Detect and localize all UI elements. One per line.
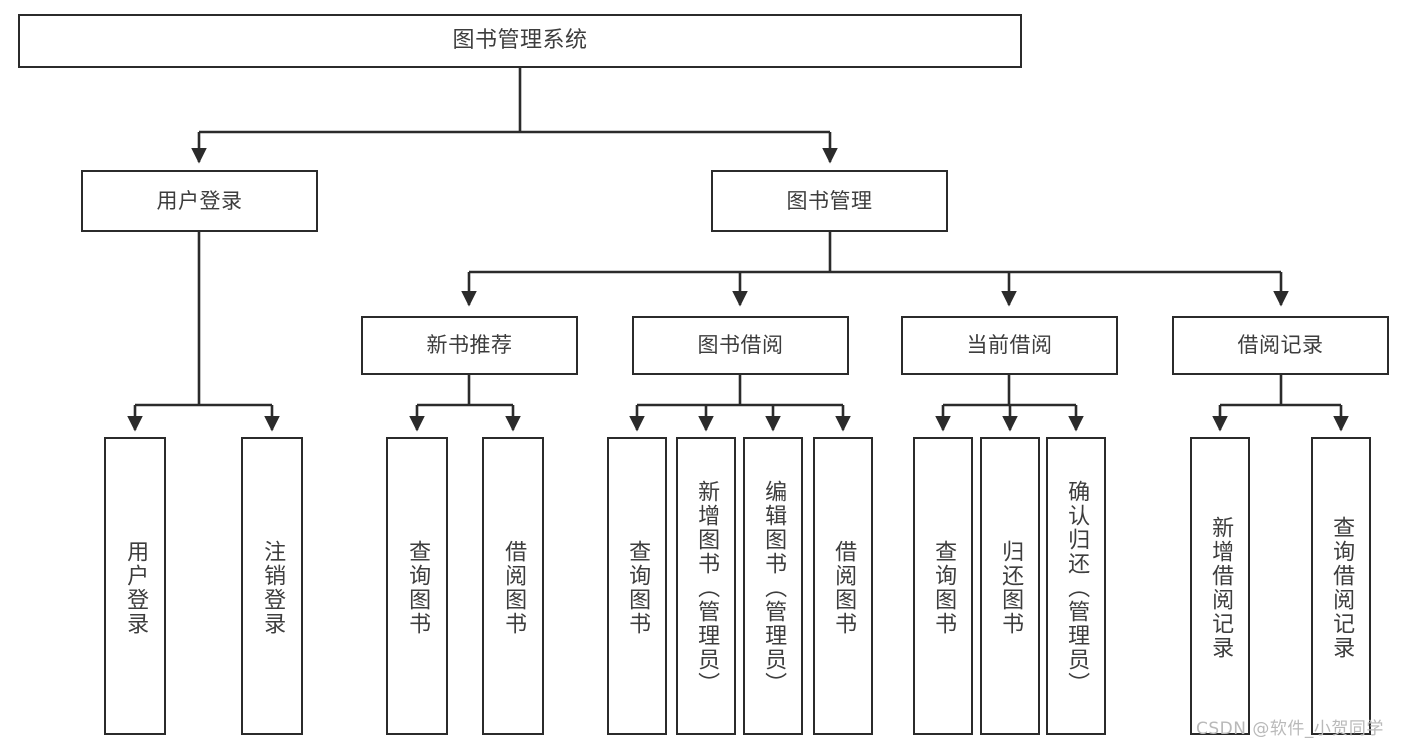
node-label: 图书管理系统 (452, 28, 588, 54)
node-label: 用户登录 (123, 540, 149, 636)
node-leaf-borrow-add-book-admin[interactable]: 新增图书（管理员） (676, 437, 736, 735)
node-leaf-borrow-query-book[interactable]: 查询图书 (607, 437, 667, 735)
node-label: 借阅图书 (501, 540, 527, 636)
node-label: 注销登录 (260, 540, 286, 636)
node-label: 归还图书 (998, 540, 1024, 636)
node-leaf-record-add-record[interactable]: 新增借阅记录 (1190, 437, 1250, 735)
node-label: 查询借阅记录 (1329, 516, 1355, 660)
node-label: 用户登录 (156, 188, 243, 213)
node-borrow-record[interactable]: 借阅记录 (1172, 316, 1389, 375)
node-leaf-current-query-book[interactable]: 查询图书 (913, 437, 973, 735)
node-current-borrow[interactable]: 当前借阅 (901, 316, 1118, 375)
node-label: 新增图书（管理员） (694, 480, 720, 696)
node-leaf-borrow-edit-book-admin[interactable]: 编辑图书（管理员） (743, 437, 803, 735)
node-label: 当前借阅 (966, 333, 1053, 358)
node-new-book-recommend[interactable]: 新书推荐 (361, 316, 578, 375)
node-label: 新书推荐 (426, 333, 513, 358)
node-leaf-current-return-book[interactable]: 归还图书 (980, 437, 1040, 735)
node-label: 编辑图书（管理员） (761, 480, 787, 696)
node-root-book-management-system[interactable]: 图书管理系统 (18, 14, 1022, 68)
node-leaf-new-book-query[interactable]: 查询图书 (386, 437, 448, 735)
node-leaf-user-login-logout[interactable]: 注销登录 (241, 437, 303, 735)
node-label: 借阅记录 (1237, 333, 1324, 358)
node-leaf-new-book-borrow[interactable]: 借阅图书 (482, 437, 544, 735)
node-leaf-record-query-record[interactable]: 查询借阅记录 (1311, 437, 1371, 735)
node-book-borrow[interactable]: 图书借阅 (632, 316, 849, 375)
node-label: 图书管理 (786, 188, 873, 213)
node-leaf-borrow-borrow-book[interactable]: 借阅图书 (813, 437, 873, 735)
node-book-management[interactable]: 图书管理 (711, 170, 948, 232)
node-label: 新增借阅记录 (1208, 516, 1234, 660)
node-label: 确认归还（管理员） (1064, 480, 1090, 696)
node-label: 查询图书 (405, 540, 431, 636)
node-label: 查询图书 (931, 540, 957, 636)
node-leaf-current-confirm-return-admin[interactable]: 确认归还（管理员） (1046, 437, 1106, 735)
node-label: 图书借阅 (697, 333, 784, 358)
node-user-login[interactable]: 用户登录 (81, 170, 318, 232)
node-label: 借阅图书 (831, 540, 857, 636)
node-label: 查询图书 (625, 540, 651, 636)
node-leaf-user-login-login[interactable]: 用户登录 (104, 437, 166, 735)
